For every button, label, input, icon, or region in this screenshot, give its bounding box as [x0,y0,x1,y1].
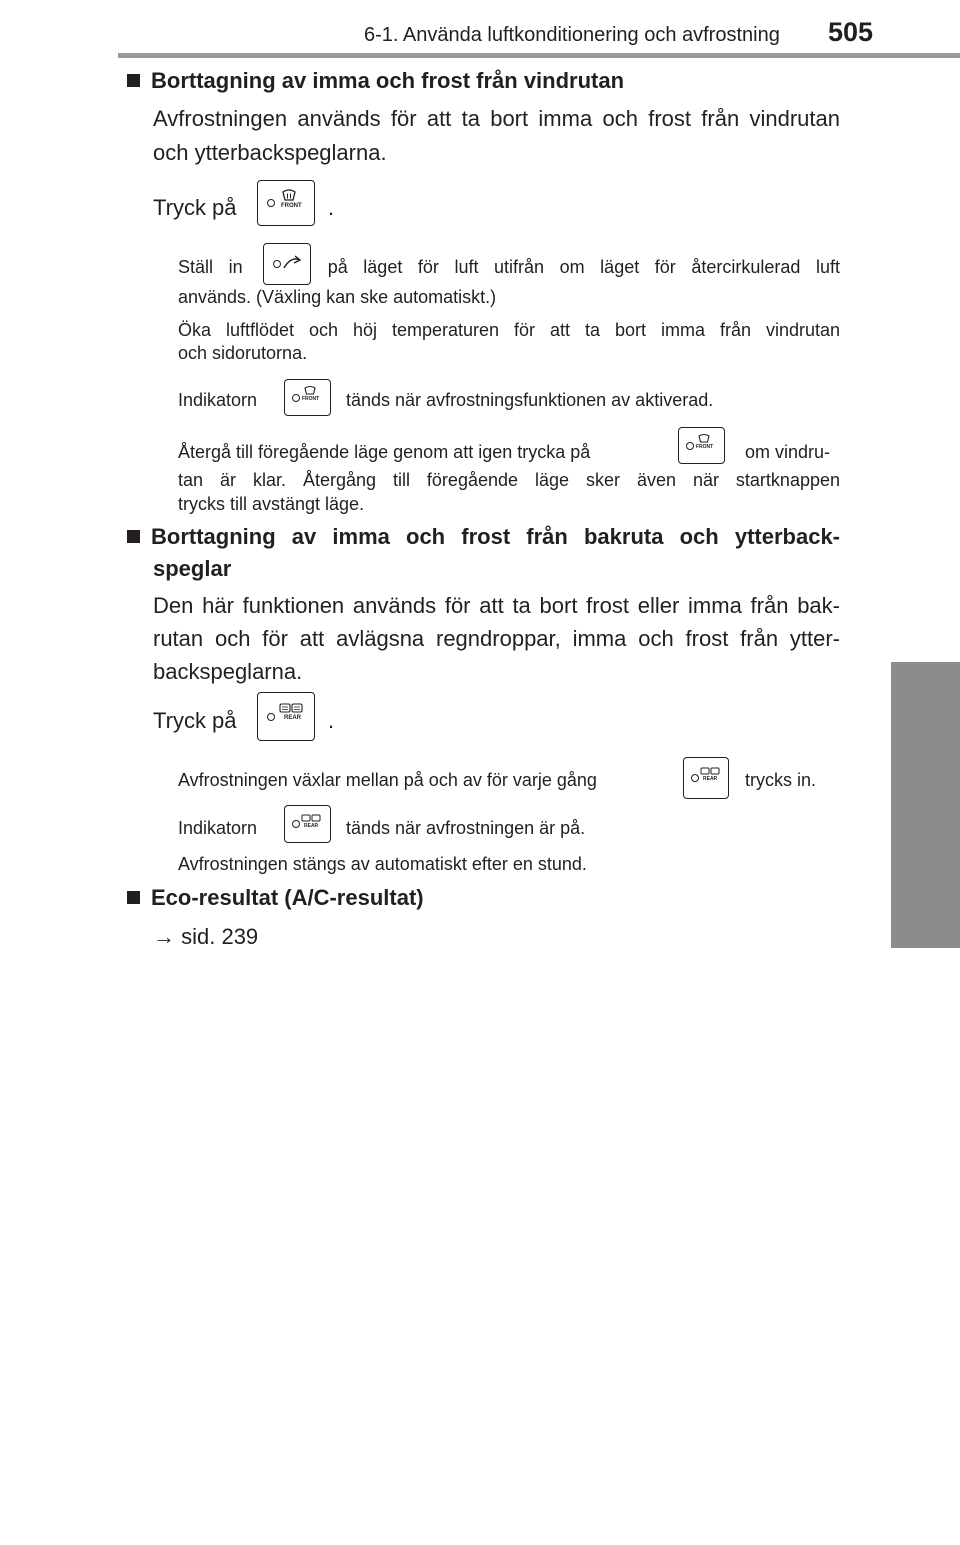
air-intake-button-icon [263,243,311,285]
heading-text: speglar [153,556,232,581]
rear-defogger-indicator-icon: REAR [284,805,331,843]
note-line: Avfrostningen växlar mellan på och av fö… [178,770,597,790]
chapter-number: 6 [920,1348,931,1367]
press-instruction: Tryck på [153,195,237,221]
press-suffix: . [328,708,335,733]
page-number: 505 [828,17,874,47]
note-line: trycks in. [745,770,817,790]
section-heading-eco: Eco-resultat (A/C-resultat) [127,885,424,911]
note-line: Återgå till föregående läge genom att ig… [178,442,591,462]
press-suffix: . [328,195,335,220]
front-defogger-button-icon: FRONT [678,427,725,464]
note-line: Indikatorn [178,390,258,410]
heading-text: Eco-resultat (A/C-resultat) [151,885,424,910]
note-line: tan är klar. Återgång till föregående lä… [178,470,840,490]
section-bullet [127,530,140,543]
note-line: och sidorutorna. [178,343,308,363]
section-heading-windshield: Borttagning av imma och frost från vindr… [127,68,624,94]
chapter-name: Invändiga funktioner [916,1392,935,1545]
paragraph-line: och ytterbackspeglarna. [153,140,387,165]
heading-text: Borttagning av imma och frost från bakru… [151,524,840,549]
front-defogger-button-icon: FRONT [257,180,315,226]
note-line: Öka luftflödet och höj temperaturen för … [178,320,840,340]
running-header-title: 6-1. Använda luftkonditionering och avfr… [364,24,780,46]
rear-defogger-button-icon: REAR [683,757,729,799]
paragraph-line: Avfrostningen används för att ta bort im… [153,106,840,131]
chapter-side-tab[interactable]: 6 Invändiga funktioner [891,662,960,1545]
press-instruction: Tryck på [153,708,237,733]
front-defogger-indicator-icon: FRONT [284,379,331,416]
note-line: tänds när avfrostningen är på. [346,818,586,838]
paragraph-line: backspeglarna. [153,659,303,684]
section-bullet [127,74,140,87]
section-bullet [127,891,140,904]
note-line: Avfrostningen stängs av automatiskt efte… [178,854,587,874]
paragraph-line: rutan och för att avlägsna regndroppar, … [153,626,840,651]
header-divider [118,53,960,58]
note-line: tänds när avfrostningsfunktionen av akti… [346,390,714,410]
note-line: trycks till avstängt läge. [178,494,365,514]
note-line: Indikatorn [178,818,258,838]
paragraph-line: Den här funktionen används för att ta bo… [153,593,840,618]
note-line: används. (Växling kan ske automatiskt.) [178,287,497,307]
section-heading-rear-window: Borttagning av imma och frost från bakru… [127,524,840,550]
page-reference-link[interactable]: → sid. 239 [153,924,259,949]
press-prefix: Tryck på [153,195,237,220]
heading-text: Borttagning av imma och frost från vindr… [151,68,625,93]
note-line: om vindru- [745,442,831,462]
note-line: Ställ in på läget för luft utifrån om lä… [178,257,840,277]
rear-defogger-button-icon: REAR [257,692,315,741]
